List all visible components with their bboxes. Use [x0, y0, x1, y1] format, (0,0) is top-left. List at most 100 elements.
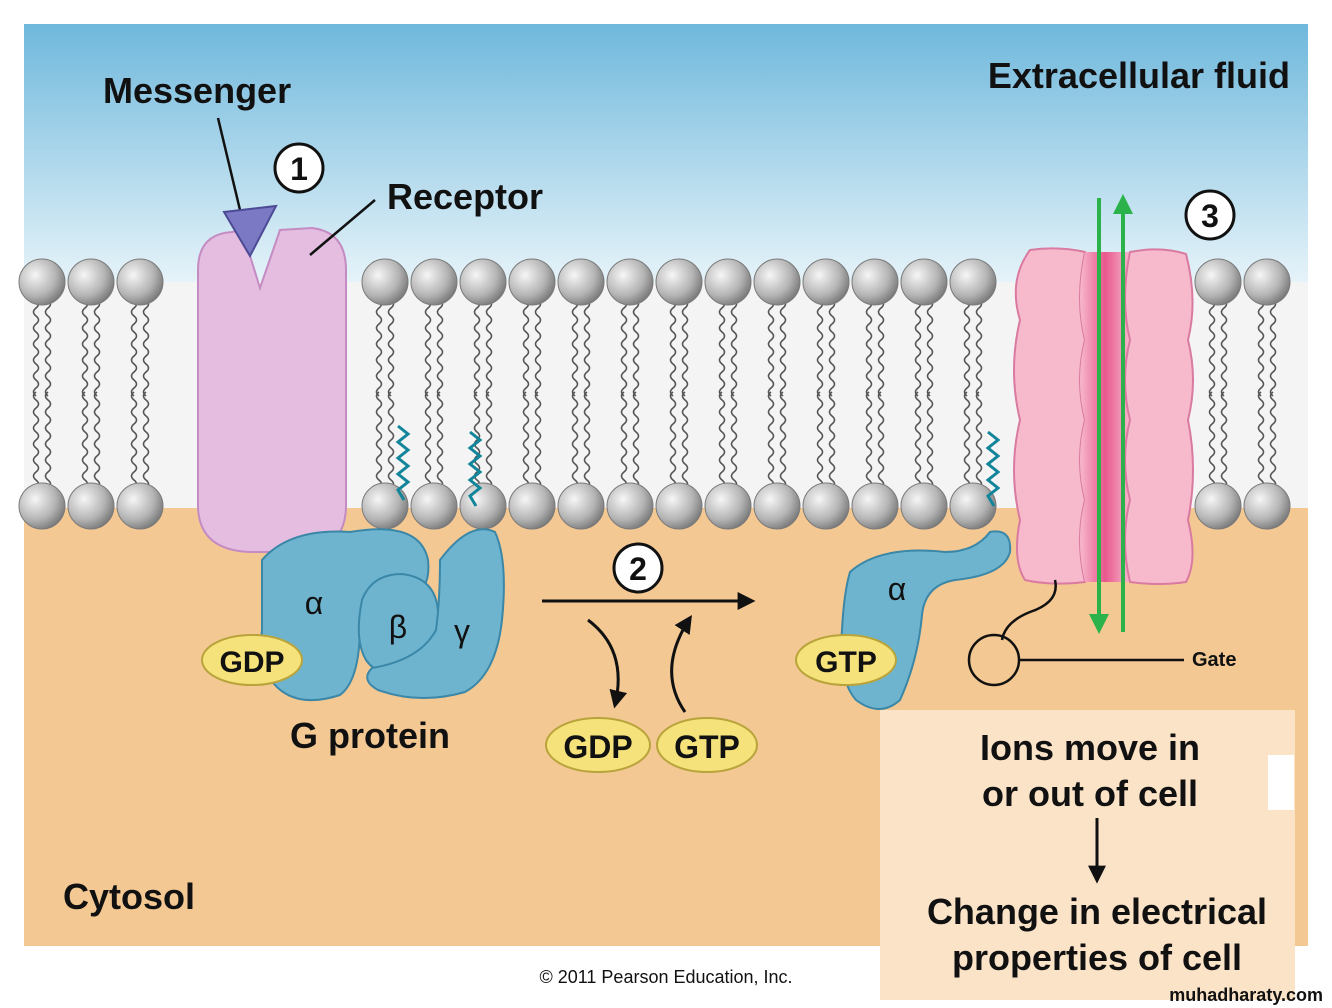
- phospholipid-head: [900, 482, 948, 530]
- gate-tether: [1000, 579, 1057, 641]
- phospholipid-head: [116, 258, 164, 306]
- phospholipid-head: [557, 482, 605, 530]
- lipid-tail: [877, 391, 885, 489]
- phospholipid-head: [459, 482, 507, 530]
- receptor-label: Receptor: [387, 176, 543, 217]
- lipid-tail: [669, 299, 677, 397]
- lipid-tail: [522, 391, 530, 489]
- phospholipid-head: [949, 482, 997, 530]
- lipid-tail: [816, 299, 824, 397]
- lipid-tail: [32, 391, 40, 489]
- lipid-tail: [571, 391, 579, 489]
- phospholipid-head: [606, 258, 654, 306]
- lipid-tail: [1220, 391, 1228, 489]
- phospholipid-head: [949, 258, 997, 306]
- lipid-tail: [130, 391, 138, 489]
- gdp-released-label: GDP: [563, 729, 632, 765]
- phospholipid-head: [900, 258, 948, 306]
- phospholipid-head: [704, 482, 752, 530]
- phospholipid-head: [459, 258, 507, 306]
- g-protein-label: G protein: [290, 715, 450, 756]
- phospholipid-head: [802, 482, 850, 530]
- lipid-tail: [387, 299, 395, 397]
- lipid-tail: [914, 391, 922, 489]
- lipid-tail: [485, 299, 493, 397]
- phospholipid-head: [18, 258, 66, 306]
- lipid-tail: [914, 299, 922, 397]
- lipid-tail: [81, 391, 89, 489]
- copyright-text: © 2011 Pearson Education, Inc.: [539, 967, 792, 987]
- lipid-tail: [767, 391, 775, 489]
- lipid-tail: [130, 299, 138, 397]
- alpha-label: α: [305, 585, 324, 621]
- extracellular-label: Extracellular fluid: [988, 55, 1290, 96]
- gdp-badge: [201, 634, 303, 686]
- gtp-incoming-label: GTP: [674, 729, 740, 765]
- lipid-tail: [583, 391, 591, 489]
- gamma-label: γ: [454, 613, 470, 649]
- lipid-anchor: [395, 424, 411, 501]
- phospholipid-head: [802, 258, 850, 306]
- gtp-binding-arrow: [670, 614, 692, 713]
- g-protein-gamma: [366, 528, 505, 699]
- phospholipid-head: [1243, 258, 1291, 306]
- phospholipid-head: [851, 482, 899, 530]
- lipid-tail: [571, 299, 579, 397]
- phospholipid-head: [606, 482, 654, 530]
- lipid-tail: [718, 391, 726, 489]
- phospholipid-head: [508, 482, 556, 530]
- phospholipid-head: [655, 482, 703, 530]
- phospholipid-head: [704, 258, 752, 306]
- gdp-released-badge: [545, 717, 651, 773]
- lipid-tail: [681, 299, 689, 397]
- lipid-tail: [1208, 299, 1216, 397]
- lipid-bilayer: [18, 258, 1291, 530]
- lipid-tail: [142, 391, 150, 489]
- lipid-tail: [877, 299, 885, 397]
- phospholipid-head: [753, 482, 801, 530]
- lipid-tail: [963, 391, 971, 489]
- lipid-anchor: [467, 430, 483, 507]
- receptor-protein: [197, 226, 347, 553]
- phospholipid-head: [851, 258, 899, 306]
- lipid-tail: [975, 391, 983, 489]
- gtp-incoming-badge: [656, 717, 758, 773]
- gate-label: Gate: [1192, 649, 1236, 671]
- watermark-text: muhadharaty.com: [1169, 985, 1323, 1005]
- lipid-tail: [1257, 391, 1265, 489]
- lipid-tail: [632, 391, 640, 489]
- change-text-line2: properties of cell: [952, 937, 1242, 978]
- lipid-tail: [1208, 391, 1216, 489]
- phospholipid-head: [1194, 258, 1242, 306]
- activated-alpha-label: α: [888, 571, 907, 607]
- phospholipid-head: [361, 482, 409, 530]
- lipid-tail: [779, 299, 787, 397]
- lipid-tail: [32, 299, 40, 397]
- lipid-tail: [44, 299, 52, 397]
- ions-text-line2: or out of cell: [982, 773, 1198, 814]
- lipid-tail: [1269, 299, 1277, 397]
- phospholipid-head: [116, 482, 164, 530]
- lipid-tail: [632, 299, 640, 397]
- beta-label: β: [389, 609, 407, 645]
- step-1-number: 1: [290, 151, 308, 187]
- lipid-tail: [1220, 299, 1228, 397]
- lipid-tail: [963, 299, 971, 397]
- lipid-tail: [375, 299, 383, 397]
- lipid-tail: [1257, 299, 1265, 397]
- messenger-pointer: [216, 117, 242, 211]
- lipid-tail: [828, 299, 836, 397]
- lipid-tail: [142, 299, 150, 397]
- phospholipid-head: [508, 258, 556, 306]
- lipid-tail: [485, 391, 493, 489]
- ion-channel: [1013, 247, 1194, 585]
- lipid-tail: [730, 299, 738, 397]
- lipid-tail: [730, 391, 738, 489]
- messenger-ligand: [222, 204, 278, 259]
- lipid-tail: [583, 299, 591, 397]
- lipid-tail: [1269, 391, 1277, 489]
- lipid-tail: [424, 299, 432, 397]
- phospholipid-head: [361, 258, 409, 306]
